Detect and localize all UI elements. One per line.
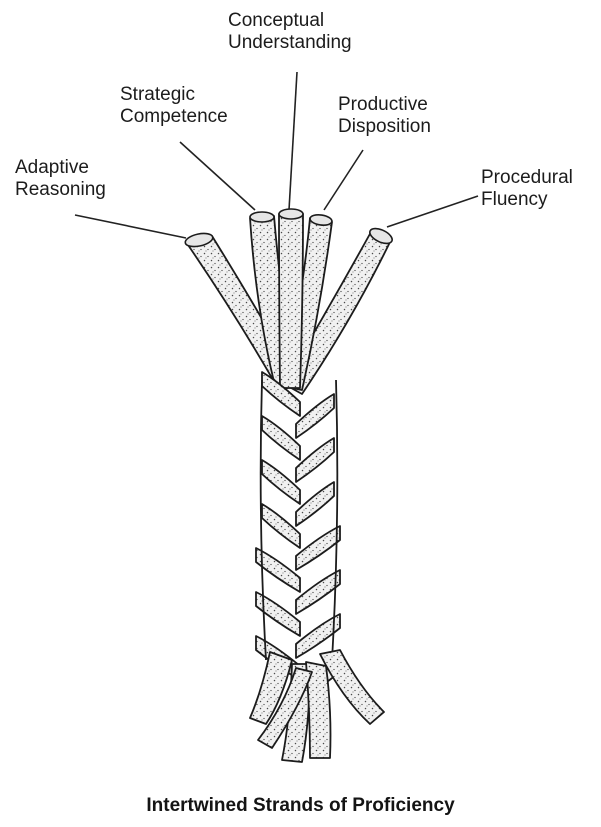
label-strategic-line2: Competence bbox=[120, 106, 228, 128]
leader-line-adaptive bbox=[75, 215, 186, 238]
leader-line-productive bbox=[324, 150, 363, 210]
braid-segment bbox=[262, 416, 300, 460]
leader-line-conceptual bbox=[289, 72, 297, 210]
label-strategic-competence: Strategic Competence bbox=[120, 84, 228, 128]
diagram-caption: Intertwined Strands of Proficiency bbox=[0, 795, 601, 817]
label-productive-line1: Productive bbox=[338, 94, 431, 116]
label-procedural-fluency: Procedural Fluency bbox=[481, 167, 573, 211]
label-adaptive-line1: Adaptive bbox=[15, 157, 106, 179]
braid-segment bbox=[296, 394, 334, 438]
label-productive-disposition: Productive Disposition bbox=[338, 94, 431, 138]
label-conceptual-line2: Understanding bbox=[228, 32, 352, 54]
label-adaptive-line2: Reasoning bbox=[15, 179, 106, 201]
label-strategic-line1: Strategic bbox=[120, 84, 228, 106]
braid-segment bbox=[296, 438, 334, 482]
label-productive-line2: Disposition bbox=[338, 116, 431, 138]
braid-segment bbox=[262, 460, 300, 504]
label-adaptive-reasoning: Adaptive Reasoning bbox=[15, 157, 106, 201]
braid-segment bbox=[262, 504, 300, 548]
leader-line-strategic bbox=[180, 142, 255, 210]
braid-segment bbox=[296, 570, 340, 614]
braid-segment bbox=[296, 526, 340, 570]
label-procedural-line1: Procedural bbox=[481, 167, 573, 189]
braid-segment bbox=[296, 482, 334, 526]
strand-conceptual bbox=[279, 214, 303, 388]
label-conceptual-understanding: Conceptual Understanding bbox=[228, 10, 352, 54]
label-procedural-line2: Fluency bbox=[481, 189, 573, 211]
label-conceptual-line1: Conceptual bbox=[228, 10, 352, 32]
leader-line-procedural bbox=[387, 196, 478, 227]
